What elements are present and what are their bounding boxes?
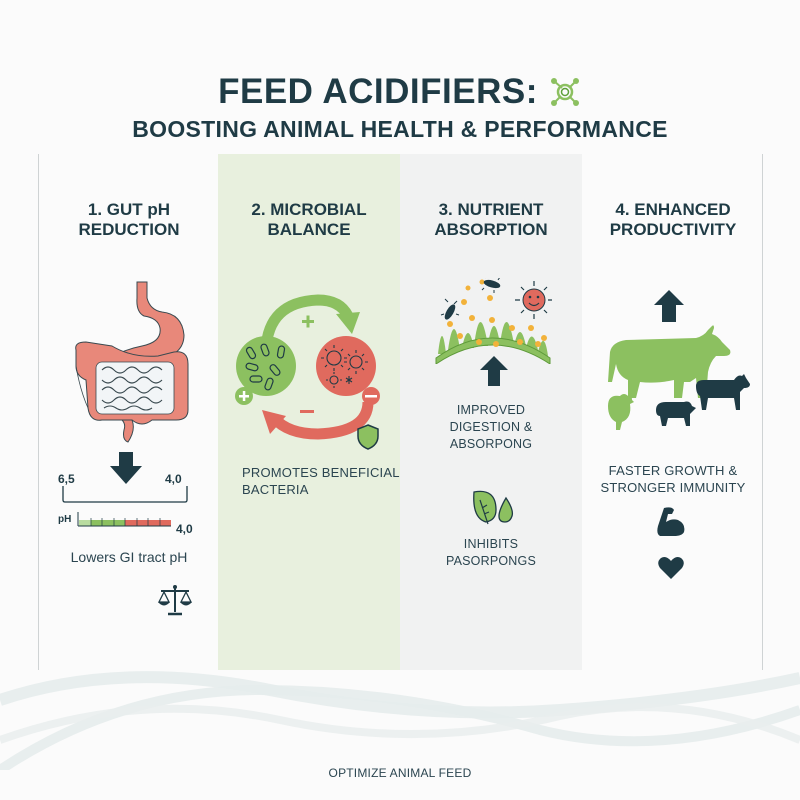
caption-line: PASORPONGS — [446, 554, 536, 568]
ph-bracket — [62, 486, 188, 504]
column-caption: IMPROVED DIGESTION & ABSORPONG — [400, 402, 582, 453]
caption-line: BACTERIA — [242, 482, 309, 497]
column-title: 1. GUT pH REDUCTION — [38, 200, 220, 240]
column-caption: FASTER GROWTH & STRONGER IMMUNITY — [582, 462, 764, 496]
panel-3-background — [400, 154, 582, 670]
heart-icon — [658, 556, 684, 580]
arrow-up-icon — [480, 356, 508, 386]
column-title-line: 2. MICROBIAL — [251, 200, 367, 219]
arrow-down-icon — [110, 452, 142, 484]
column-title-line: 3. NUTRIENT — [438, 200, 544, 219]
ph-scale-bar — [77, 512, 173, 528]
intestinal-villi-icon — [434, 278, 552, 364]
leaf-drop-icon — [470, 488, 516, 526]
caption-line: ABSORPONG — [449, 437, 533, 451]
column-nutrient-absorption: 3. NUTRIENT ABSORPTION — [400, 200, 582, 240]
balance-scale-icon — [157, 584, 193, 616]
caption-line: STRONGER IMMUNITY — [600, 480, 746, 495]
arrow-up-icon — [654, 290, 684, 322]
column-gut-ph-reduction: 1. GUT pH REDUCTION — [38, 200, 220, 240]
title-text: FEED ACIDIFIERS: — [218, 72, 538, 111]
column-caption: Lowers GI tract pH — [70, 549, 188, 565]
page-title: FEED ACIDIFIERS: — [218, 72, 582, 112]
decorative-waves — [0, 670, 800, 770]
column-title: 3. NUTRIENT ABSORPTION — [400, 200, 582, 240]
shield-icon — [357, 424, 379, 450]
column-title: 4. ENHANCED PRODUCTIVITY — [582, 200, 764, 240]
column-title-line: 1. GUT pH — [87, 200, 171, 219]
microbial-cycle-icon — [228, 292, 388, 442]
ph-start-label: 6,5 — [58, 472, 75, 486]
caption-line: FASTER GROWTH & — [608, 463, 738, 478]
column-enhanced-productivity: 4. ENHANCED PRODUCTIVITY — [582, 200, 764, 240]
column-caption: PROMOTES BENEFICIAL BACTERIA — [242, 464, 402, 498]
column-microbial-balance: 2. MICROBIAL BALANCE — [218, 200, 400, 240]
page-subtitle: BOOSTING ANIMAL HEALTH & PERFORMANCE — [132, 116, 668, 142]
caption-line: DIGESTION & — [449, 420, 533, 434]
secondary-caption: INHIBITS PASORPONGS — [400, 536, 582, 570]
footer-tagline: OPTIMIZE ANIMAL FEED — [328, 766, 472, 780]
column-title: 2. MICROBIAL BALANCE — [218, 200, 400, 240]
column-title-line: BALANCE — [267, 220, 351, 239]
caption-line: INHIBITS — [463, 537, 519, 551]
ph-axis-end-label: 4,0 — [176, 522, 193, 536]
molecule-icon — [548, 75, 582, 109]
column-title-line: PRODUCTIVITY — [609, 220, 737, 239]
ph-end-label: 4,0 — [165, 472, 182, 486]
column-title-line: 4. ENHANCED — [615, 200, 731, 219]
header: FEED ACIDIFIERS: BOOSTING ANIMAL HEALTH … — [0, 72, 800, 143]
caption-line: PROMOTES BENEFICIAL — [242, 465, 400, 480]
livestock-group-icon — [604, 322, 752, 432]
column-title-line: REDUCTION — [78, 220, 180, 239]
right-divider — [762, 154, 763, 670]
column-title-line: ABSORPTION — [434, 220, 548, 239]
digestive-tract-icon — [62, 280, 192, 445]
flexed-bicep-icon — [656, 506, 686, 536]
ph-axis-label: pH — [58, 514, 72, 525]
caption-line: IMPROVED — [456, 403, 526, 417]
left-divider — [38, 154, 39, 670]
